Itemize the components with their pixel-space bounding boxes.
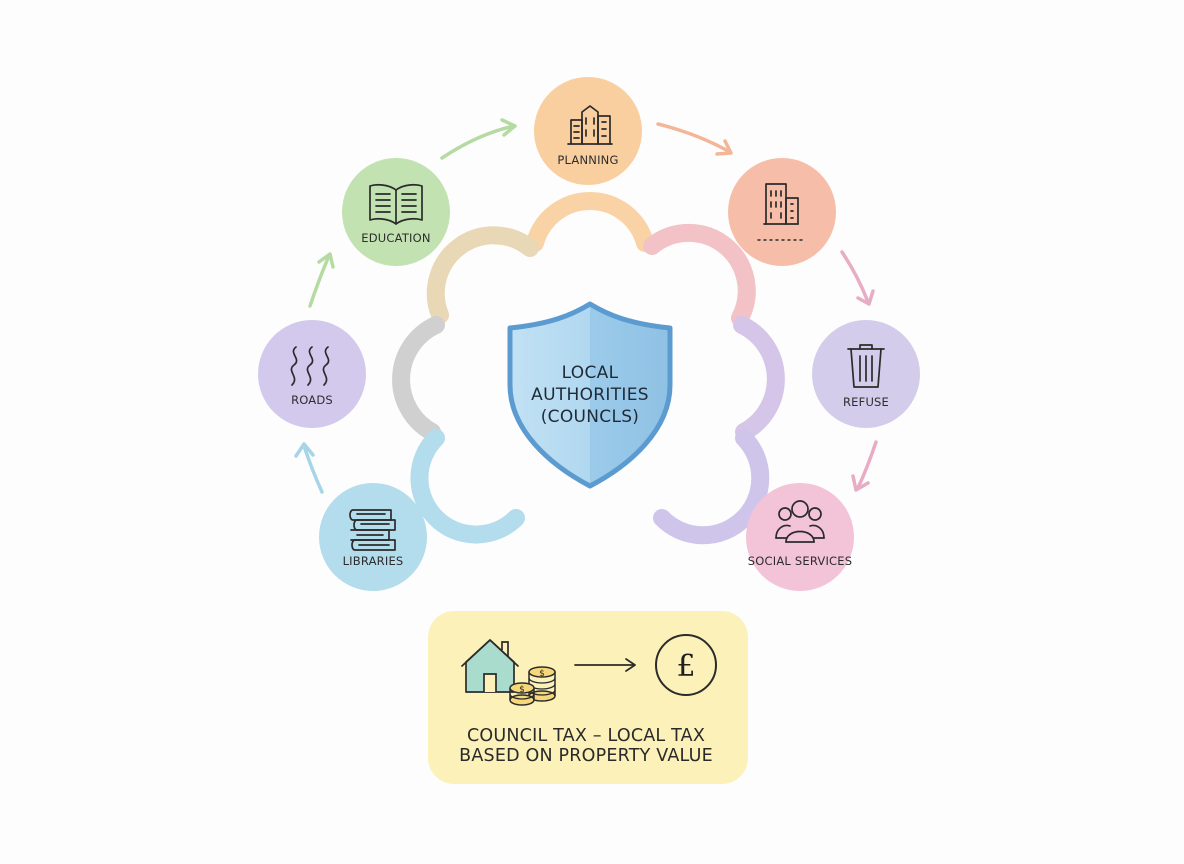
pound-symbol: £ xyxy=(676,649,695,684)
center-title-line-2: AUTHORITIES xyxy=(531,385,649,405)
cloud-arc-top-left xyxy=(426,226,539,324)
shield-icon xyxy=(507,301,673,489)
refuse-label: REFUSE xyxy=(843,395,889,409)
arrow-housing-to-refuse xyxy=(840,250,875,306)
apartment-building-icon xyxy=(763,183,799,225)
coin-symbol-bottom: $ xyxy=(519,685,525,695)
planning-circle xyxy=(534,77,642,185)
coin-symbol-top: $ xyxy=(539,669,545,679)
flow-arrows xyxy=(294,118,878,494)
libraries-circle xyxy=(319,483,427,591)
wavy-roads-icon xyxy=(290,346,330,386)
open-book-icon xyxy=(369,183,423,225)
roads-circle xyxy=(258,320,366,428)
buildings-icon xyxy=(567,105,613,145)
arrow-refuse-to-social xyxy=(851,440,878,492)
cloud-arc-top-right xyxy=(643,223,756,327)
arrow-education-to-planning xyxy=(440,118,517,160)
roads-label: ROADS xyxy=(291,393,333,407)
center-title-line-3: (COUNCLS) xyxy=(541,407,640,427)
council-tax-line-2: BASED ON PROPERTY VALUE xyxy=(459,746,713,766)
social-services-circle xyxy=(746,483,854,591)
cloud-arc-left xyxy=(392,316,445,441)
service-node-roads: ROADS xyxy=(258,320,366,428)
libraries-label: LIBRARIES xyxy=(343,554,404,568)
coin-stack-icon: $ $ xyxy=(509,666,556,706)
cloud-arc-right xyxy=(733,316,785,441)
pound-coin-icon: £ xyxy=(655,634,717,696)
arrow-roads-to-education xyxy=(308,252,335,308)
cloud-outline xyxy=(392,191,785,545)
cloud-arc-top xyxy=(526,191,654,252)
book-stack-icon xyxy=(349,509,396,551)
arrow-right-icon xyxy=(574,658,636,672)
service-node-housing xyxy=(728,158,836,266)
council-shield: LOCAL AUTHORITIES (COUNCLS) xyxy=(507,301,673,489)
house-icon xyxy=(461,639,519,693)
service-node-education: EDUCATION xyxy=(342,158,450,266)
service-node-planning: PLANNING xyxy=(534,77,642,185)
trash-bin-icon xyxy=(847,344,885,388)
planning-label: PLANNING xyxy=(557,153,618,167)
service-node-refuse: REFUSE xyxy=(812,320,920,428)
arrow-libraries-to-roads xyxy=(294,442,324,494)
cloud-arc-bottom-right xyxy=(653,429,770,545)
arrow-planning-to-housing xyxy=(656,122,733,156)
council-tax-panel: $ $ £ COUNCIL TAX – LOCAL TAX BASED ON P… xyxy=(428,611,748,784)
service-node-social-services: SOCIAL SERVICES xyxy=(746,483,854,591)
center-title-line-1: LOCAL xyxy=(562,363,619,383)
social-services-label: SOCIAL SERVICES xyxy=(748,554,852,568)
people-group-icon xyxy=(775,500,825,543)
education-label: EDUCATION xyxy=(361,231,430,245)
council-tax-line-1: COUNCIL TAX – LOCAL TAX xyxy=(467,726,705,746)
cloud-arc-bottom-left xyxy=(410,429,525,544)
housing-circle xyxy=(728,158,836,266)
service-node-libraries: LIBRARIES xyxy=(319,483,427,591)
